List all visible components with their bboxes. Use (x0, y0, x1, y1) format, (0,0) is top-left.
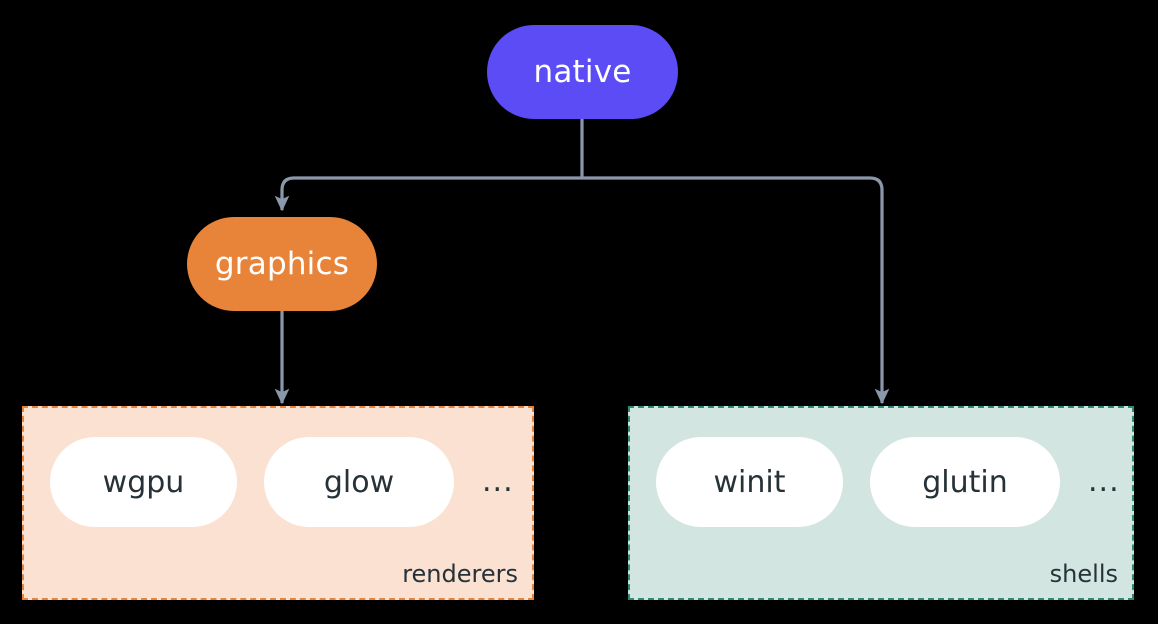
renderers-overflow-ellipsis: ... (482, 464, 514, 499)
leaf-node-winit[interactable]: winit (656, 437, 843, 527)
node-native-label: native (533, 54, 632, 90)
leaf-node-wgpu-label: wgpu (102, 464, 185, 500)
leaf-node-glutin[interactable]: glutin (870, 437, 1060, 527)
cluster-renderers: wgpu glow ... renderers (22, 406, 534, 600)
node-graphics-label: graphics (214, 246, 350, 282)
leaf-node-glow[interactable]: glow (264, 437, 454, 527)
edge-native-to-graphics (274, 176, 582, 212)
leaf-node-glutin-label: glutin (922, 464, 1008, 500)
leaf-node-wgpu[interactable]: wgpu (50, 437, 237, 527)
leaf-node-winit-label: winit (713, 464, 786, 500)
node-graphics[interactable]: graphics (187, 217, 377, 311)
leaf-node-glow-label: glow (323, 464, 395, 500)
node-native[interactable]: native (487, 25, 678, 119)
cluster-renderers-items: wgpu glow ... (24, 437, 532, 527)
cluster-shells-items: winit glutin ... (630, 437, 1132, 527)
cluster-renderers-label: renderers (402, 560, 518, 588)
shells-overflow-ellipsis: ... (1088, 464, 1120, 499)
cluster-shells: winit glutin ... shells (628, 406, 1134, 600)
cluster-shells-label: shells (1049, 560, 1118, 588)
edge-native-to-shells (582, 176, 890, 405)
